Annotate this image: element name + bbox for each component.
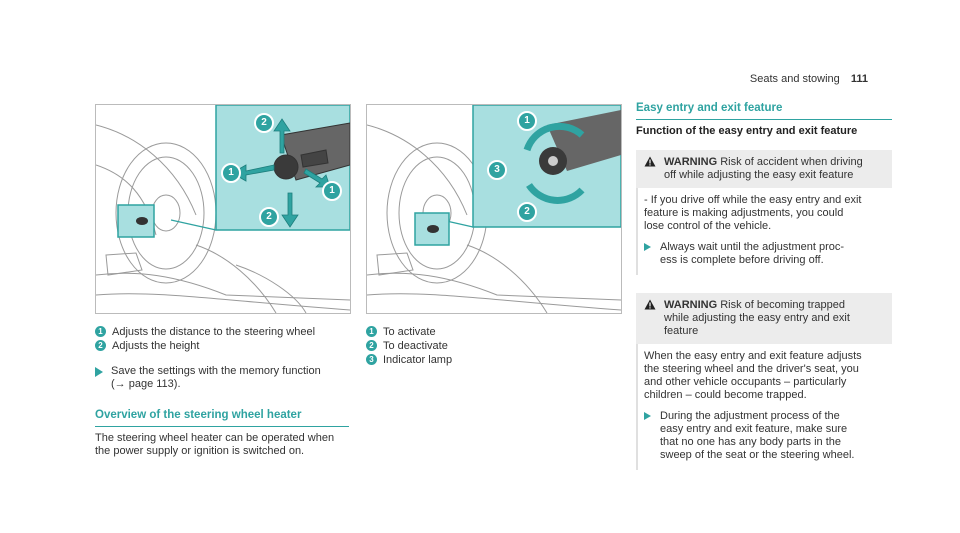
section-name: Seats and stowing (749, 73, 840, 85)
callout-1: 1 (517, 111, 537, 131)
warning-label: WARNING (664, 156, 718, 168)
warning-body: - If you drive off while the easy entry … (636, 188, 892, 275)
section-rule (95, 426, 349, 427)
instruction-step: Save the settings with the memory functi… (95, 365, 321, 391)
callout-1-right: 1 (322, 181, 342, 201)
section-title-easy-entry: Easy entry and exit feature (636, 102, 783, 114)
section-title-heater: Overview of the steering wheel heater (95, 409, 302, 421)
section-rule (636, 119, 892, 120)
warning-box-trapped: WARNING Risk of becoming trapped while a… (636, 293, 892, 470)
warning-body: When the easy entry and exit feature adj… (636, 344, 892, 470)
step-arrow-icon (644, 243, 651, 251)
figure-steering-adjust: 2 1 1 2 (95, 104, 351, 314)
running-header: Seats and stowing 111 (750, 73, 868, 85)
warning-step: During the adjustment process of the eas… (644, 410, 884, 462)
callout-2-top: 2 (254, 113, 274, 133)
callout-3: 3 (487, 160, 507, 180)
warning-box-accident: WARNING Risk of accident when driving of… (636, 150, 892, 275)
figure-heater-switch: 1 3 2 (366, 104, 622, 314)
heater-switch-illustration (367, 105, 621, 313)
warning-triangle-icon (644, 156, 656, 167)
steering-wheel-illustration (96, 105, 350, 313)
warning-header: WARNING Risk of accident when driving of… (636, 150, 892, 188)
heater-paragraph: The steering wheel heater can be operate… (95, 432, 335, 457)
step-arrow-icon (95, 367, 103, 377)
warning-header: WARNING Risk of becoming trapped while a… (636, 293, 892, 344)
page-reference[interactable]: (→ page 113). (111, 378, 181, 390)
warning-step: Always wait until the adjustment proc- e… (644, 241, 884, 267)
subsection-title: Function of the easy entry and exit feat… (636, 125, 858, 137)
warning-triangle-icon (644, 299, 656, 310)
callout-2: 2 (517, 202, 537, 222)
callout-2-bottom: 2 (259, 207, 279, 227)
callout-1-left: 1 (221, 163, 241, 183)
warning-label: WARNING (664, 299, 718, 311)
step-arrow-icon (644, 412, 651, 420)
page-number: 111 (850, 73, 868, 85)
